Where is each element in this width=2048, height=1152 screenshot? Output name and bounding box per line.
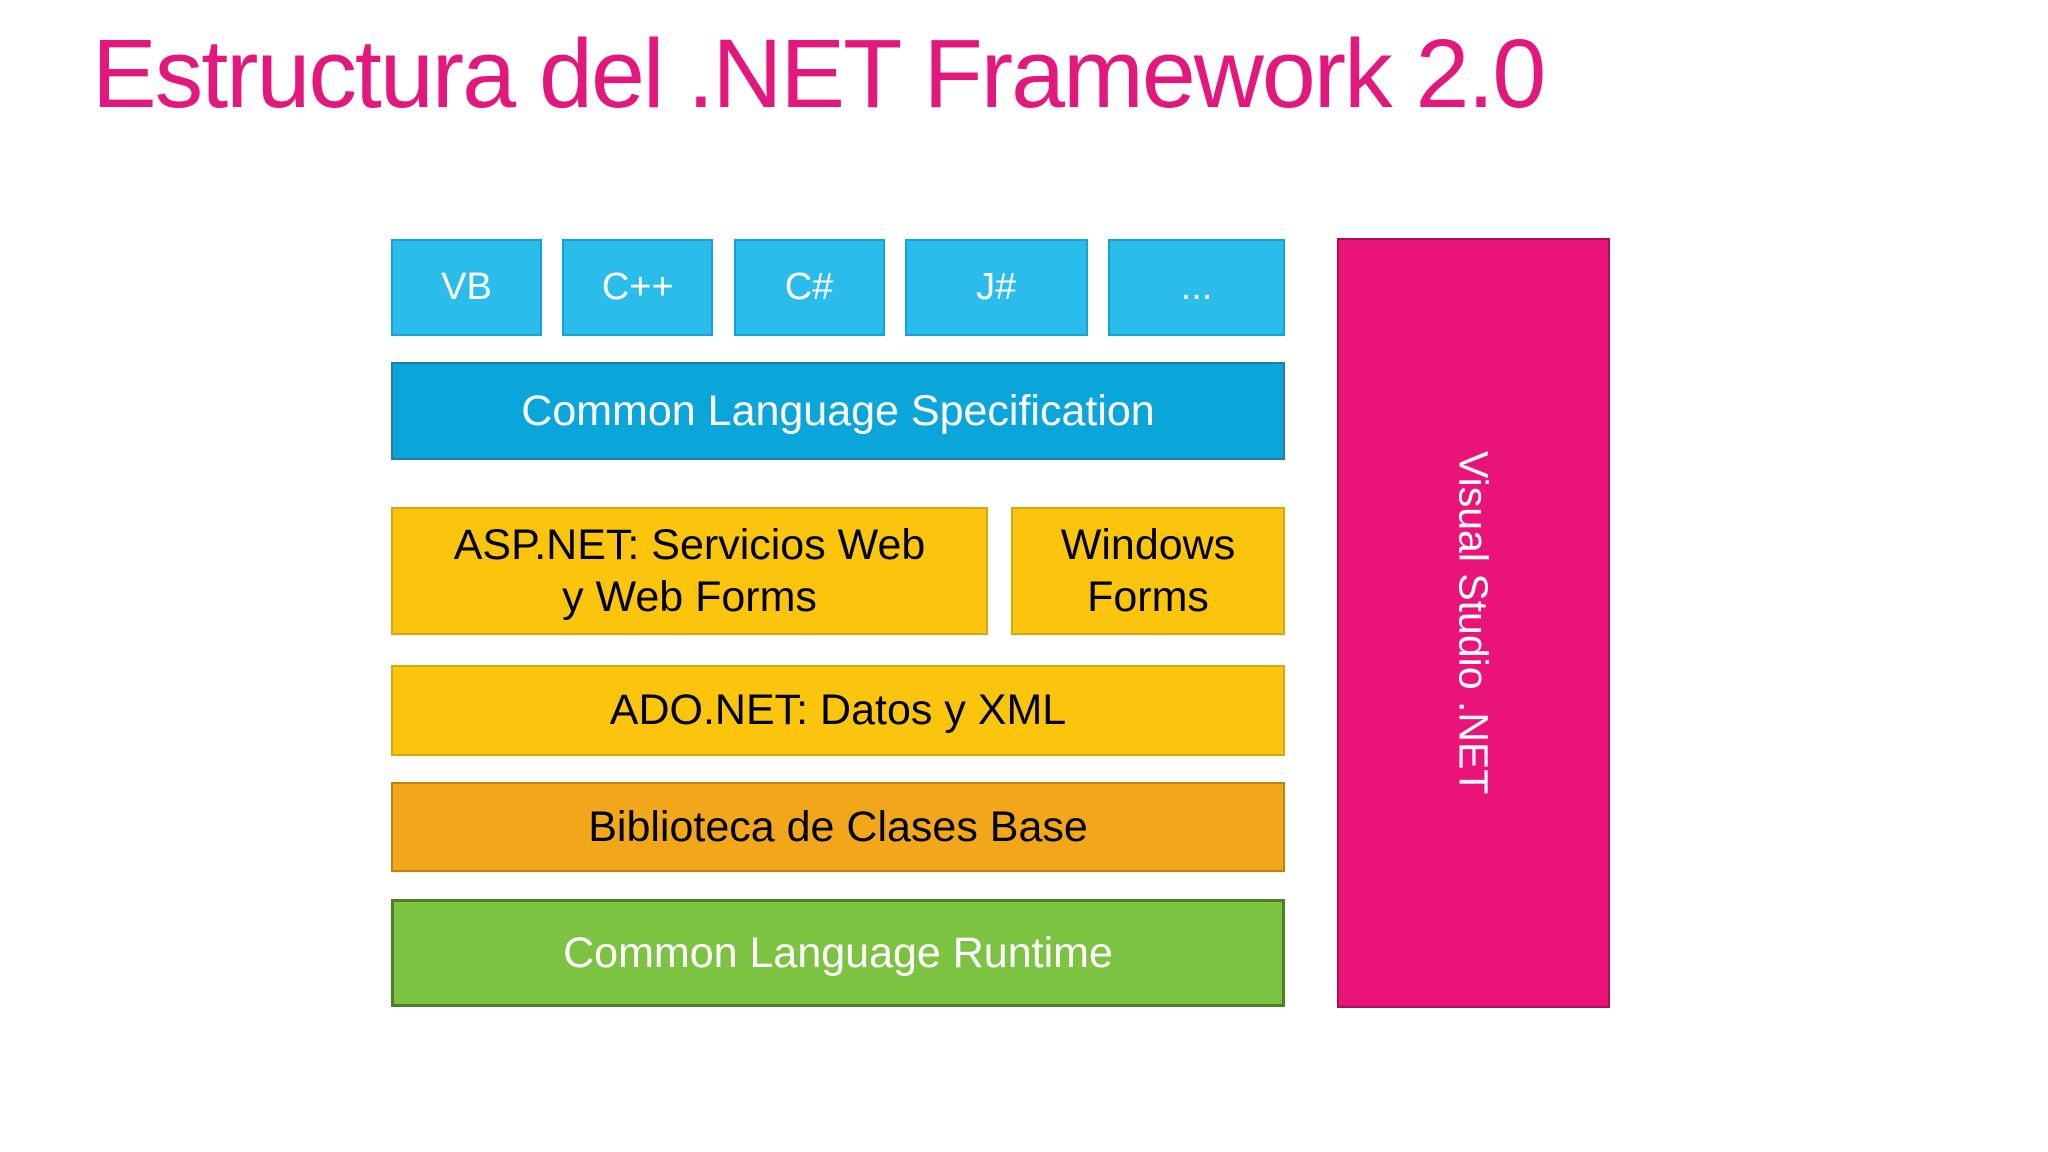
- visual-studio-net-label: Visual Studio .NET: [1450, 451, 1497, 795]
- language-box-others: ...: [1108, 239, 1285, 336]
- forms-row: ASP.NET: Servicios Web y Web Forms Windo…: [391, 507, 1285, 635]
- common-language-runtime-block: Common Language Runtime: [391, 899, 1285, 1007]
- windows-forms-block: Windows Forms: [1011, 507, 1285, 635]
- language-label: ...: [1180, 266, 1213, 309]
- windows-forms-label: Windows Forms: [1060, 520, 1236, 621]
- language-label: VB: [441, 266, 492, 309]
- adonet-label: ADO.NET: Datos y XML: [609, 686, 1067, 735]
- base-class-library-label: Biblioteca de Clases Base: [588, 802, 1088, 851]
- languages-row: VB C++ C# J# ...: [391, 239, 1285, 336]
- aspnet-label: ASP.NET: Servicios Web y Web Forms: [453, 520, 926, 621]
- base-class-library-block: Biblioteca de Clases Base: [391, 782, 1285, 872]
- clr-label: Common Language Runtime: [563, 928, 1113, 977]
- language-box-cpp: C++: [562, 239, 714, 336]
- aspnet-block: ASP.NET: Servicios Web y Web Forms: [391, 507, 988, 635]
- cls-label: Common Language Specification: [521, 386, 1155, 435]
- language-label: C++: [601, 266, 674, 309]
- visual-studio-net-block: Visual Studio .NET: [1337, 238, 1610, 1008]
- common-language-specification-block: Common Language Specification: [391, 362, 1285, 460]
- language-box-jsharp: J#: [904, 239, 1088, 336]
- adonet-block: ADO.NET: Datos y XML: [391, 665, 1285, 756]
- language-label: C#: [784, 266, 834, 309]
- language-label: J#: [976, 266, 1017, 309]
- page-title: Estructura del .NET Framework 2.0: [92, 19, 1546, 128]
- language-box-vb: VB: [391, 239, 542, 336]
- language-box-csharp: C#: [733, 239, 885, 336]
